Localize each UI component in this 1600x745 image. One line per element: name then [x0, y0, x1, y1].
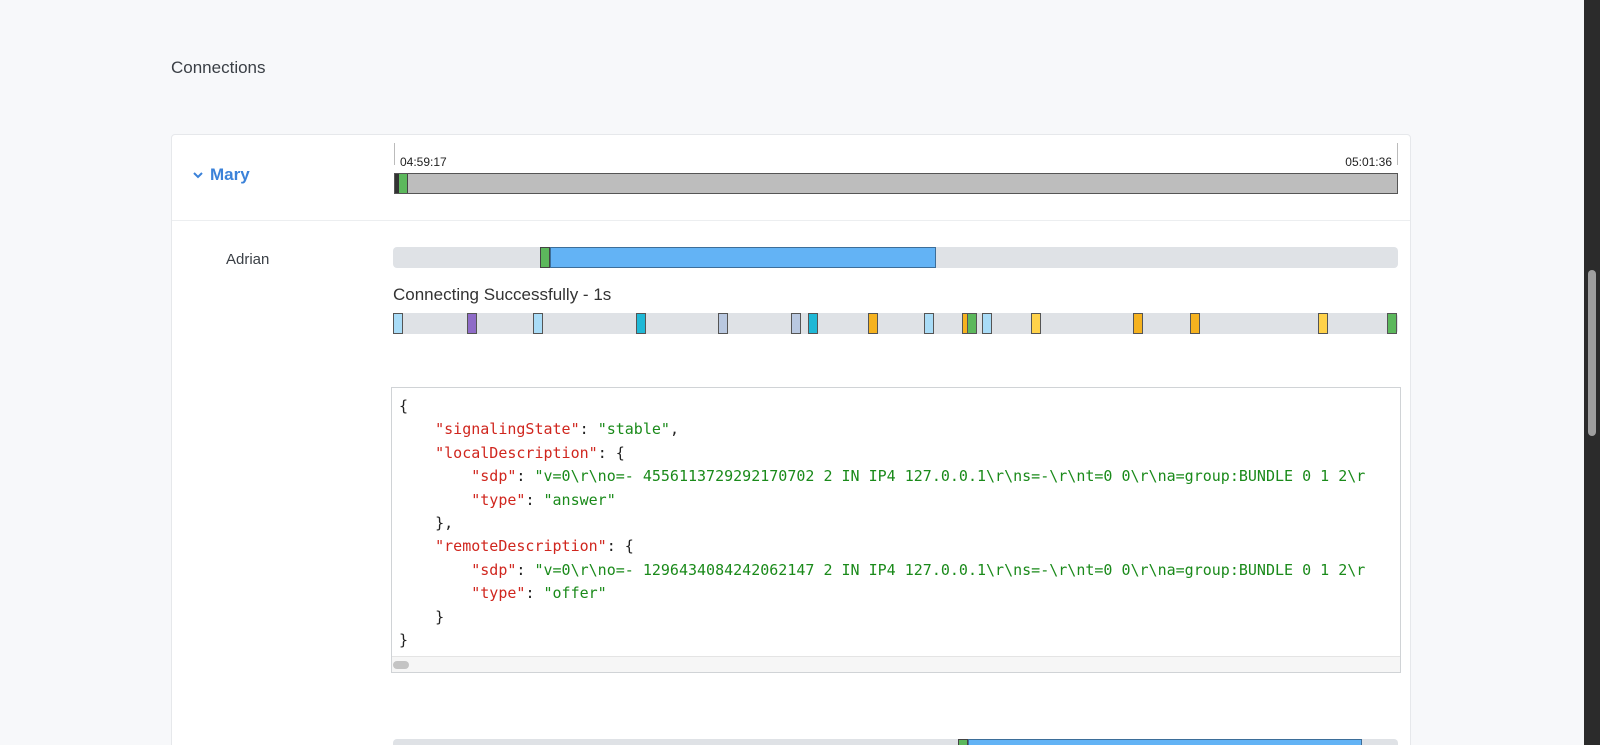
connection-bar-next[interactable] — [958, 739, 1362, 745]
event-marker[interactable] — [1190, 313, 1200, 334]
json-value-local-type: "answer" — [543, 490, 616, 509]
event-marker[interactable] — [718, 313, 728, 334]
timeline-end-time: 05:01:36 — [1345, 155, 1392, 169]
json-key-local-sdp: "sdp" — [471, 467, 517, 486]
connection-bar-connected — [550, 247, 936, 268]
json-horizontal-scrollbar[interactable] — [392, 656, 1400, 672]
event-track — [393, 313, 1398, 334]
connection-bar-next-connecting — [958, 739, 968, 745]
connection-track — [393, 247, 1398, 268]
event-marker[interactable] — [924, 313, 934, 334]
event-marker[interactable] — [467, 313, 477, 334]
card-divider — [172, 220, 1410, 221]
connection-track-next — [393, 739, 1398, 745]
page-scrollbar-thumb[interactable] — [1588, 270, 1596, 436]
timeline-start-tick — [394, 143, 395, 165]
event-marker[interactable] — [1318, 313, 1328, 334]
event-marker[interactable] — [1387, 313, 1397, 334]
event-marker[interactable] — [1031, 313, 1041, 334]
json-key-remote-description: "remoteDescription" — [435, 537, 607, 556]
json-open-brace: { — [399, 397, 409, 415]
json-key-local-description: "localDescription" — [435, 443, 598, 462]
peer-name: Mary — [210, 165, 250, 184]
event-marker[interactable] — [868, 313, 878, 334]
json-value-remote-sdp: "v=0\r\no=- 1296434084242062147 2 IN IP4… — [534, 560, 1366, 579]
json-key-signaling-state: "signalingState" — [435, 420, 580, 439]
json-key-local-type: "type" — [471, 490, 526, 509]
json-value-signaling-state: "stable" — [597, 420, 670, 439]
json-key-remote-type: "type" — [471, 584, 526, 603]
connection-status-text: Connecting Successfully - 1s — [393, 285, 612, 304]
json-scrollbar-thumb[interactable] — [393, 661, 409, 669]
page-scrollbar[interactable] — [1584, 0, 1600, 745]
json-value-remote-type: "offer" — [543, 584, 607, 603]
connection-details-json[interactable]: { "signalingState": "stable", "localDesc… — [391, 387, 1401, 673]
connection-name: Adrian — [226, 251, 270, 268]
page-title: Connections — [171, 58, 266, 77]
event-marker[interactable] — [393, 313, 403, 334]
overview-bar-connected-segment — [399, 174, 408, 193]
peer-toggle-mary[interactable]: Mary — [192, 165, 250, 185]
event-marker[interactable] — [533, 313, 543, 334]
overview-bar[interactable] — [394, 173, 1398, 194]
event-marker[interactable] — [791, 313, 801, 334]
chevron-down-icon — [193, 172, 203, 179]
connection-bar-next-connected — [968, 739, 1362, 745]
overview-bar-start — [395, 174, 399, 193]
peer-overview-timeline: 04:59:17 05:01:36 — [394, 143, 1398, 194]
connection-bar[interactable] — [540, 247, 936, 268]
timeline-start-time: 04:59:17 — [400, 155, 447, 169]
timeline-end-tick — [1397, 143, 1398, 165]
event-marker[interactable] — [967, 313, 977, 334]
json-close-brace: } — [399, 631, 409, 650]
json-value-local-sdp: "v=0\r\no=- 4556113729292170702 2 IN IP4… — [534, 467, 1366, 486]
connection-bar-connecting — [540, 247, 550, 268]
event-marker[interactable] — [1133, 313, 1143, 334]
json-key-remote-sdp: "sdp" — [471, 560, 517, 579]
event-marker[interactable] — [982, 313, 992, 334]
event-marker[interactable] — [808, 313, 818, 334]
peer-card: Mary 04:59:17 05:01:36 Adrian Connecting… — [171, 134, 1411, 745]
event-marker[interactable] — [636, 313, 646, 334]
json-content: { "signalingState": "stable", "localDesc… — [399, 397, 1366, 650]
